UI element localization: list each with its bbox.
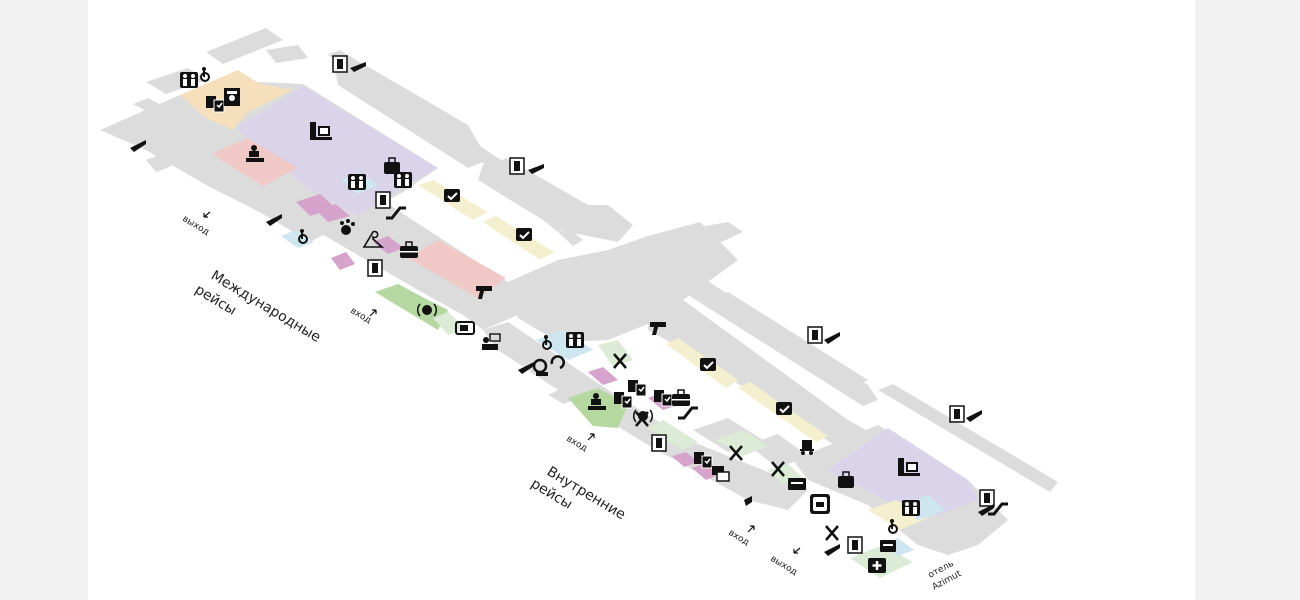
escalator-icon[interactable] — [386, 206, 406, 220]
hearing-icon[interactable] — [550, 355, 565, 370]
entry-label: вход — [726, 528, 750, 548]
exit-label: выход — [768, 554, 798, 578]
lift-icon[interactable] — [979, 489, 995, 507]
toilet-icon[interactable] — [566, 332, 584, 348]
lift-icon[interactable] — [847, 536, 863, 554]
food-icon[interactable] — [729, 445, 743, 461]
airport-map: Международные рейсы Внутренние рейсы вых… — [88, 0, 1195, 600]
baggage-belt-icon[interactable] — [310, 122, 332, 140]
passport-control-icon[interactable] — [588, 393, 606, 410]
security-gun-icon[interactable] — [476, 286, 492, 299]
food-icon[interactable] — [771, 461, 785, 477]
check-icon[interactable] — [776, 402, 792, 415]
suitcase-icon[interactable] — [400, 241, 418, 258]
lift-icon[interactable] — [375, 191, 391, 209]
info-desk-icon[interactable] — [482, 333, 501, 350]
exit-arrow — [203, 211, 801, 554]
lift-icon[interactable] — [949, 405, 965, 423]
baggage-cart-icon[interactable] — [800, 440, 814, 455]
lift-icon[interactable] — [807, 326, 823, 344]
toilet-icon[interactable] — [394, 172, 412, 188]
hearing-icon[interactable] — [532, 358, 548, 376]
duty-free-icon[interactable] — [628, 380, 647, 397]
wardrobe-icon[interactable] — [362, 230, 385, 248]
check-icon[interactable] — [700, 358, 716, 371]
suitcase-icon[interactable] — [672, 389, 690, 406]
atm-icon[interactable] — [880, 540, 896, 552]
wheelchair-icon[interactable] — [888, 519, 898, 534]
duty-free-icon[interactable] — [694, 452, 713, 469]
exchange-icon[interactable] — [712, 466, 730, 482]
lift-icon[interactable] — [332, 55, 348, 73]
atm-icon[interactable] — [788, 478, 806, 490]
info-beacon-icon[interactable] — [416, 303, 438, 317]
toilet-icon[interactable] — [180, 72, 198, 88]
wheelchair-icon[interactable] — [200, 67, 210, 82]
food-icon[interactable] — [613, 353, 627, 369]
map-icons — [130, 55, 1008, 573]
taxi-icon[interactable] — [810, 494, 830, 514]
stairs-icon — [130, 62, 994, 556]
pets-icon[interactable] — [340, 219, 355, 235]
baggage-belt-icon[interactable] — [898, 458, 920, 476]
food-icon[interactable] — [635, 411, 649, 427]
lift-icon[interactable] — [509, 157, 525, 175]
escalator-icon[interactable] — [988, 502, 1008, 516]
toilet-icon[interactable] — [348, 174, 366, 190]
check-icon[interactable] — [516, 228, 532, 241]
wheelchair-icon[interactable] — [542, 335, 552, 350]
lift-icon[interactable] — [367, 259, 383, 277]
tv-icon[interactable] — [455, 321, 475, 335]
suitcase-icon[interactable] — [838, 471, 854, 488]
food-icon[interactable] — [825, 525, 839, 541]
check-icon[interactable] — [444, 189, 460, 202]
terminal-floor-plan: Международные рейсы Внутренние рейсы вых… — [100, 28, 1058, 593]
escalator-icon[interactable] — [678, 406, 698, 420]
customs-officer-icon[interactable] — [224, 88, 240, 106]
toilet-icon[interactable] — [902, 500, 920, 516]
first-aid-icon[interactable] — [868, 558, 886, 573]
passport-control-icon[interactable] — [246, 145, 264, 162]
suitcase-icon[interactable] — [384, 157, 400, 174]
lift-icon[interactable] — [651, 434, 667, 452]
wheelchair-icon[interactable] — [298, 229, 308, 244]
duty-free-icon[interactable] — [614, 392, 633, 409]
entry-label: вход — [348, 306, 372, 326]
security-gun-icon[interactable] — [650, 322, 666, 335]
entry-label: вход — [564, 434, 588, 454]
